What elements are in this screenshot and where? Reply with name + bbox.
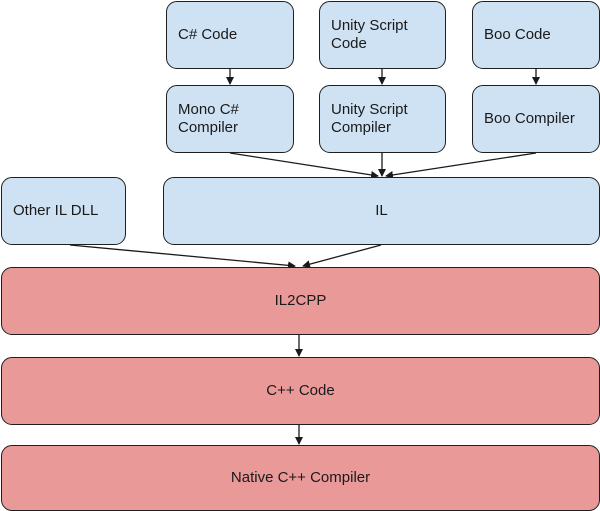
native-compiler-label: Native C++ Compiler (230, 469, 371, 486)
boo-code-label: Boo Code (484, 26, 551, 43)
mono-compiler-node: Mono C# Compiler (166, 85, 294, 153)
other-il-dll-node: Other IL DLL (1, 177, 126, 245)
arrow-mono-to-il (229, 152, 379, 179)
unityscript-code-label: Unity Script Code (331, 17, 408, 52)
csharp-code-label: C# Code (178, 26, 238, 43)
arrow-boo-compiler-to-il (385, 152, 537, 179)
boo-compiler-label: Boo Compiler (484, 110, 575, 127)
il2cpp-node: IL2CPP (1, 267, 600, 335)
il-node: IL (163, 177, 600, 245)
unityscript-compiler-label: Unity Script Compiler (331, 101, 408, 136)
il2cpp-label: IL2CPP (274, 292, 327, 309)
arrow-other-dll-to-il2cpp (69, 244, 296, 270)
il-label: IL (375, 202, 388, 219)
unityscript-code-node: Unity Script Code (319, 1, 446, 69)
mono-compiler-label: Mono C# Compiler (178, 101, 239, 136)
cpp-code-node: C++ Code (1, 357, 600, 425)
boo-compiler-node: Boo Compiler (472, 85, 600, 153)
unityscript-compiler-node: Unity Script Compiler (319, 85, 446, 153)
boo-code-node: Boo Code (472, 1, 600, 69)
arrow-il-to-il2cpp (302, 244, 382, 269)
csharp-code-node: C# Code (166, 1, 294, 69)
cpp-code-label: C++ Code (266, 382, 335, 399)
other-il-dll-label: Other IL DLL (13, 202, 99, 219)
native-compiler-node: Native C++ Compiler (1, 445, 600, 511)
